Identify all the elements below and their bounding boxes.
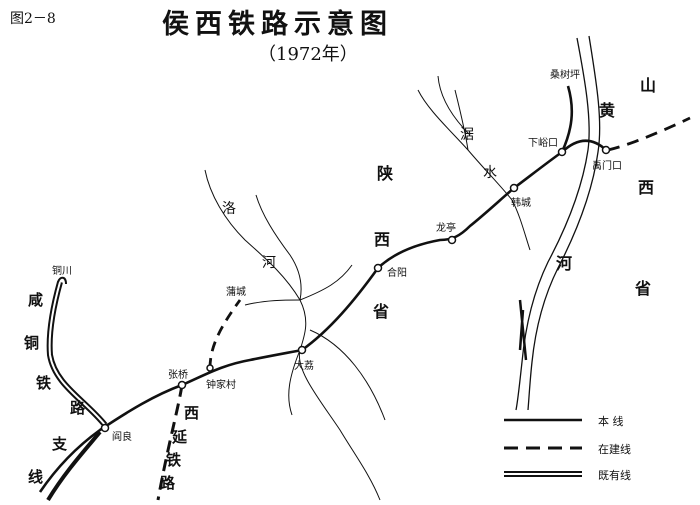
xiantong-label-2: 铜: [24, 334, 40, 352]
station-marker-dali: [297, 345, 307, 355]
xiantong-label-4: 路: [70, 399, 86, 417]
luo-river: [204, 169, 386, 501]
station-label-yumenkou: 禹门口: [592, 161, 622, 172]
station-label-tongchuan: 铜川: [52, 266, 72, 277]
yumenkou-spur: [561, 139, 607, 153]
station-label-hancheng: 韩城: [511, 198, 531, 209]
pucheng-spur: [208, 299, 242, 369]
station-marker-xiayukou: [557, 147, 567, 157]
ju-river: [417, 75, 531, 251]
main-line: [38, 85, 574, 493]
station-marker-yumenkou: [601, 145, 611, 155]
region-label-shaanxi-2: 西: [374, 230, 391, 249]
map-subtitle: （1972年）: [258, 44, 358, 65]
station-marker-hancheng: [509, 183, 519, 193]
river-label-luo-2: 河: [262, 255, 276, 271]
xiantong-label-3: 铁: [36, 374, 52, 392]
legend-label-existing: 本 线: [598, 415, 624, 428]
xiyan-label-2: 延: [172, 428, 188, 446]
station-label-zhangqiao: 张桥: [168, 370, 188, 381]
station-label-sangshuping: 桑树坪: [550, 70, 580, 81]
xiyan-label-4: 路: [160, 474, 176, 492]
xiyan-label-3: 铁: [166, 451, 182, 469]
river-label-luo-1: 洛: [222, 201, 236, 217]
xiantong-label-1: 咸: [28, 291, 44, 309]
xiantong-label-5: 支: [52, 435, 68, 453]
xiyan-railway: [156, 384, 184, 501]
station-marker-heyang: [373, 263, 383, 273]
station-label-pucheng: 蒲城: [226, 287, 246, 298]
station-marker-longting: [447, 235, 457, 245]
station-label-longting: 龙亭: [436, 223, 456, 234]
xiantong-branch: [46, 276, 108, 427]
legend-label-old: 既有线: [598, 469, 631, 482]
region-label-shaanxi-1: 陕: [377, 164, 394, 183]
river-label-ju-1: 涺: [460, 127, 474, 143]
map-title: 侯西铁路示意图: [162, 9, 393, 40]
river-label-ju-2: 水: [483, 165, 497, 181]
station-marker-yanliang: [100, 423, 110, 433]
region-label-shaanxi-3: 省: [373, 302, 390, 321]
figure-number: 图2－8: [10, 11, 56, 27]
xiantong-label-6: 线: [28, 468, 44, 486]
xiyan-label-1: 西: [184, 404, 200, 422]
eastern-extension: [607, 116, 691, 152]
station-label-xiayukou: 下峪口: [528, 138, 558, 149]
region-label-shanxi-2: 西: [638, 178, 655, 197]
river-label-yellow-2: 河: [556, 254, 573, 273]
station-markers: [100, 145, 611, 433]
legend-lines: [504, 418, 582, 477]
station-marker-zhongjiacun: [206, 364, 214, 372]
region-label-shanxi-3: 省: [635, 279, 652, 298]
station-label-yanliang: 阎良: [112, 432, 132, 443]
station-label-heyang: 合阳: [387, 268, 407, 279]
river-label-yellow-1: 黄: [599, 101, 616, 120]
xiantong-lower: [46, 430, 102, 502]
station-marker-zhangqiao: [177, 380, 187, 390]
legend-label-under-construction: 在建线: [598, 443, 631, 456]
yellow-river: [515, 35, 601, 411]
region-label-shanxi-1: 山: [640, 76, 657, 95]
station-label-dali: 大荔: [294, 361, 314, 372]
station-label-zhongjiacun: 钟家村: [206, 380, 236, 391]
